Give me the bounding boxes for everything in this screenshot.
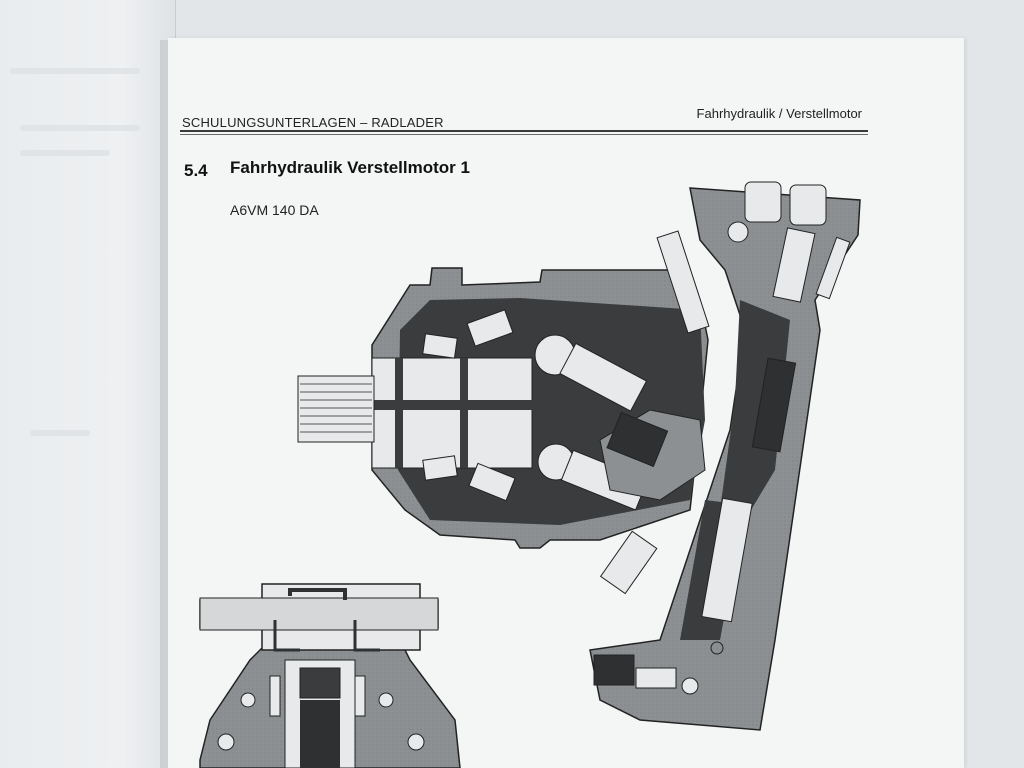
spring-pack — [606, 411, 669, 468]
control-spring — [751, 357, 797, 453]
bolt-hole — [681, 677, 699, 695]
header-document-title: SCHULUNGSUNTERLAGEN – RADLADER — [182, 115, 444, 130]
control-valve-spool — [772, 227, 816, 303]
adjusting-screw — [599, 530, 658, 595]
bleed-through-line — [30, 430, 90, 436]
bearing — [466, 309, 514, 347]
adjusting-screw — [815, 236, 851, 300]
valve-spring — [300, 700, 340, 768]
header-rule — [180, 130, 868, 132]
bolt-hole — [710, 641, 724, 655]
splined-shaft-end — [297, 375, 375, 443]
bearing — [422, 333, 458, 359]
section-number: 5.4 — [184, 161, 208, 180]
section-title: Fahrhydraulik Verstellmotor 1 — [230, 158, 470, 177]
valve-plug — [789, 184, 827, 226]
bleed-through-line — [20, 150, 110, 156]
adjusting-screw — [656, 230, 710, 334]
solenoid — [593, 654, 635, 686]
solenoid-plunger — [635, 667, 677, 689]
model-designation: A6VM 140 DA — [230, 202, 319, 218]
control-channel — [720, 300, 790, 520]
piston-upper — [534, 334, 648, 412]
bleed-through-line — [20, 125, 140, 131]
control-piston — [701, 497, 753, 623]
left-page — [0, 0, 176, 768]
header-chapter: Fahrhydraulik / Verstellmotor — [696, 106, 862, 121]
header-rule-thin — [180, 134, 868, 135]
bearing — [468, 462, 516, 502]
orifice — [727, 221, 749, 243]
bearing — [422, 455, 458, 481]
bleed-through-line — [10, 68, 140, 74]
valve-plug — [744, 181, 782, 223]
